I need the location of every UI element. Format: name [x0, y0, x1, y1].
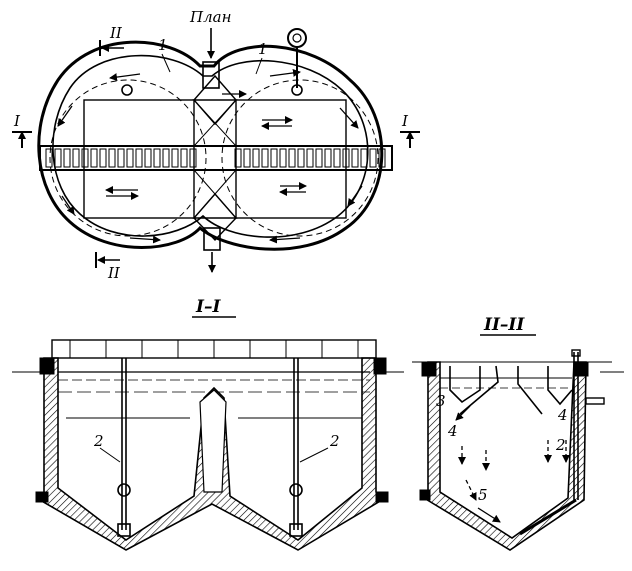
- plan-right-circle: [221, 79, 379, 237]
- plan-title: План: [189, 8, 231, 26]
- svg-text:II: II: [107, 264, 121, 282]
- plan-tray-label-right: 1: [258, 40, 268, 58]
- plan-left-frame: [83, 99, 195, 219]
- plan-center-diamond-top: [192, 74, 238, 126]
- section-i-view: I–I 2 2: [12, 297, 404, 551]
- plan-outlet-pipe: [203, 227, 221, 251]
- section-i-label-2-right: 2: [329, 432, 340, 450]
- plan-view: I I II II План 1 1: [12, 8, 420, 282]
- plan-left-circle: [49, 79, 207, 237]
- section-ii-label-4-left: 4: [447, 422, 458, 440]
- section-i-label-2-left: 2: [93, 432, 104, 450]
- section-ii-label-5: 5: [478, 486, 488, 504]
- plan-center-diamond-bottom: [192, 192, 238, 242]
- section-ii-flow-arrows: [455, 405, 570, 523]
- svg-text:II: II: [109, 24, 123, 42]
- section-ii-label-3: 3: [436, 392, 446, 410]
- plan-right-frame: [235, 99, 347, 219]
- section-ii-title: II–II: [483, 315, 525, 335]
- plan-gallery-teeth: [45, 148, 386, 168]
- svg-text:I: I: [401, 112, 409, 130]
- section-i-pipes: [117, 358, 303, 537]
- section-mark-i-right: I: [400, 112, 420, 148]
- section-ii-walls: [422, 361, 587, 551]
- section-ii-label-4-right: 4: [557, 406, 568, 424]
- section-ii-label-2: 2: [555, 436, 566, 454]
- plan-inner-wall: [52, 54, 369, 238]
- svg-text:I: I: [13, 112, 21, 130]
- plan-gauge: [287, 28, 307, 48]
- plan-flow-arrows: [57, 68, 363, 244]
- section-ii-pipe: [519, 349, 605, 536]
- plan-tray-label-left: 1: [158, 36, 168, 54]
- section-mark-i-left: I: [12, 112, 32, 148]
- section-i-title: I–I: [195, 297, 221, 317]
- plan-gallery-band: [39, 145, 393, 171]
- section-mark-ii-top: II: [99, 24, 124, 56]
- plan-outer-wall: [37, 40, 384, 251]
- plan-inlet-pipe: [202, 61, 220, 89]
- section-mark-ii-bottom: II: [95, 252, 121, 282]
- section-ii-view: II–II: [412, 315, 624, 551]
